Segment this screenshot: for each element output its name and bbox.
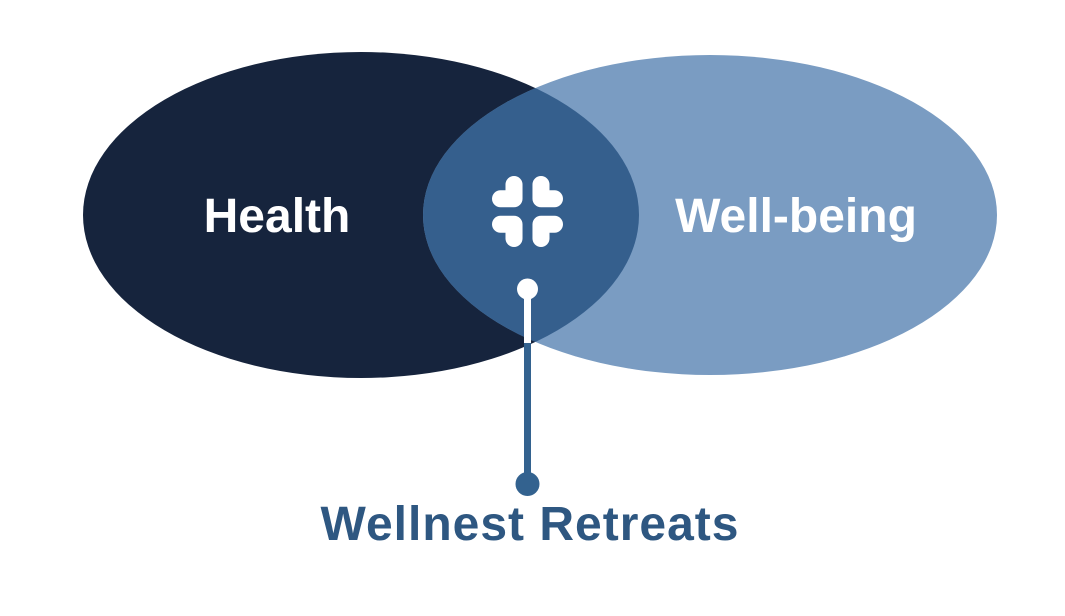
overlap-lens [423,55,639,375]
cross-bracket-top-right [532,176,563,208]
wellbeing-label: Well-being [675,190,917,243]
callout-label: Wellnest Retreats [321,498,740,551]
cross-bracket-top-left [492,176,523,208]
cross-bracket-bottom-right [532,215,563,247]
health-label: Health [204,190,351,243]
cross-bracket-bottom-left [492,215,523,247]
connector-dot-top [517,278,538,300]
cross-brackets-icon [492,176,563,247]
connector-dot-bottom [515,472,540,496]
